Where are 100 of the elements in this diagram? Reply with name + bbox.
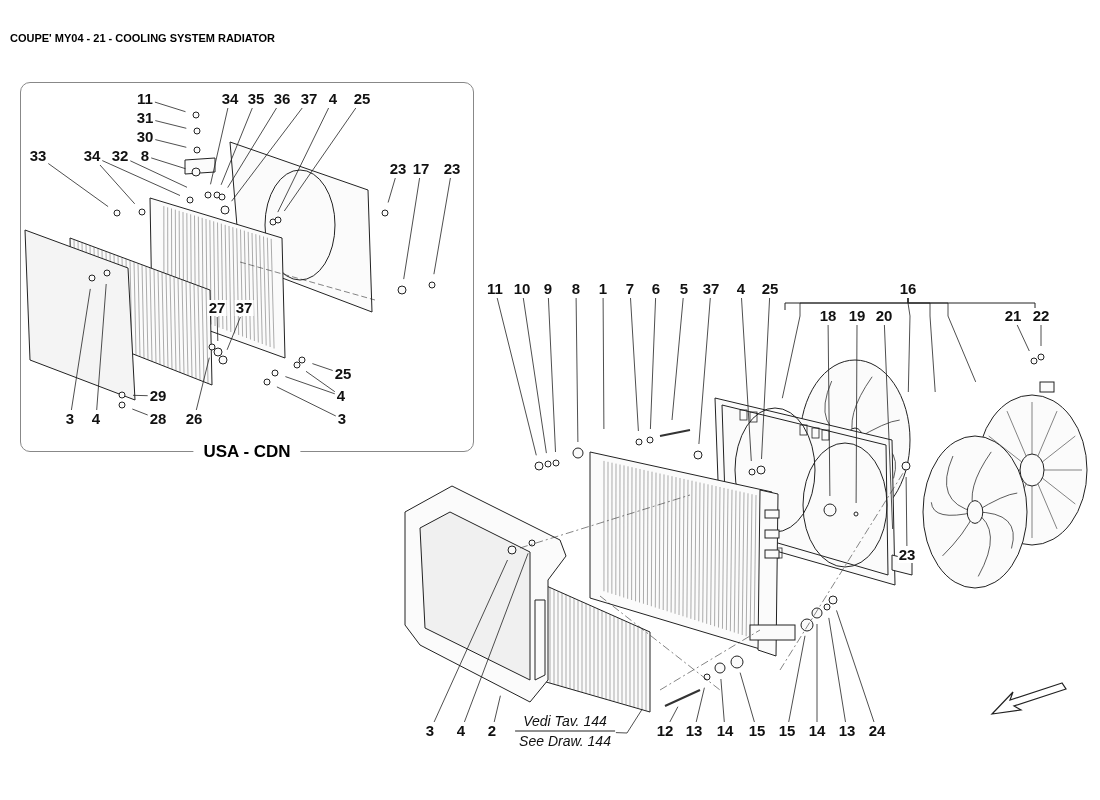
- leader-line: [855, 324, 858, 504]
- leader-line: [602, 297, 605, 430]
- callout-number: 6: [650, 281, 662, 297]
- callout-number: 11: [136, 91, 154, 107]
- callout-number: 3: [424, 723, 436, 739]
- callout-number: 34: [82, 148, 102, 164]
- callout-number: 4: [327, 91, 339, 107]
- leader-line: [231, 107, 303, 202]
- leader-line: [720, 678, 725, 723]
- leader-line: [788, 635, 806, 723]
- callout-number: 33: [28, 148, 48, 164]
- leader-line: [464, 552, 529, 723]
- callout-number: 25: [333, 366, 353, 382]
- leader-line: [305, 370, 336, 393]
- leader-line: [1040, 324, 1042, 347]
- leader-line: [47, 163, 109, 207]
- callout-number: 4: [335, 388, 347, 404]
- leader-line: [150, 157, 186, 170]
- leader-line: [71, 288, 91, 411]
- leader-line: [154, 120, 187, 129]
- callout-number: 4: [735, 281, 747, 297]
- callout-number: 37: [234, 300, 254, 316]
- callout-number: 24: [867, 723, 887, 739]
- reference-note: Vedi Tav. 144: [515, 711, 615, 732]
- callout-number: 27: [207, 300, 227, 316]
- callout-number: 2: [486, 723, 498, 739]
- leader-line: [96, 283, 107, 411]
- leader-line: [101, 160, 181, 196]
- leader-line: [195, 357, 210, 411]
- leader-line: [99, 164, 136, 205]
- page-title: COUPE' MY04 - 21 - COOLING SYSTEM RADIATOR: [10, 32, 276, 44]
- leader-line: [816, 623, 818, 723]
- leader-line: [227, 107, 277, 188]
- leader-line: [276, 386, 337, 417]
- callout-number: 4: [455, 723, 467, 739]
- callout-number: 35: [246, 91, 266, 107]
- leader-line: [884, 324, 893, 530]
- leader-line: [575, 297, 579, 443]
- leader-line: [739, 672, 755, 723]
- leader-line: [761, 297, 770, 460]
- leader-line: [387, 177, 396, 203]
- leader-line: [433, 559, 508, 723]
- leader-line: [671, 297, 684, 421]
- callout-number: 36: [272, 91, 292, 107]
- leader-line: [132, 394, 149, 397]
- callout-number: 7: [624, 281, 636, 297]
- callout-number: 12: [655, 723, 675, 739]
- leader-line: [154, 139, 187, 148]
- leader-line: [403, 177, 420, 280]
- leader-line: [698, 297, 711, 445]
- callout-number: 31: [135, 110, 155, 126]
- callout-number: 21: [1003, 308, 1023, 324]
- leader-line: [433, 177, 451, 275]
- callout-number: 16: [898, 281, 918, 297]
- callout-number: 3: [336, 411, 348, 427]
- callout-number: 30: [135, 129, 155, 145]
- leader-line: [285, 376, 336, 395]
- callout-number: 8: [570, 281, 582, 297]
- callout-number: 29: [148, 388, 168, 404]
- callout-number: 14: [715, 723, 735, 739]
- callout-number: 37: [299, 91, 319, 107]
- callout-number: 23: [442, 161, 462, 177]
- leader-line: [907, 297, 977, 383]
- leader-line: [669, 706, 679, 723]
- callout-number: 3: [64, 411, 76, 427]
- leader-line: [695, 687, 705, 723]
- callout-number: 11: [486, 281, 504, 297]
- callout-number: 10: [512, 281, 532, 297]
- callout-number: 25: [352, 91, 372, 107]
- leader-line: [154, 101, 186, 113]
- leader-line: [131, 408, 149, 416]
- callout-number: 13: [684, 723, 704, 739]
- leader-line: [650, 297, 656, 430]
- callout-number: 32: [110, 148, 130, 164]
- callout-number: 15: [777, 723, 797, 739]
- leader-line: [216, 316, 219, 342]
- leader-line: [220, 107, 253, 186]
- callout-number: 5: [678, 281, 690, 297]
- leader-line: [496, 297, 537, 456]
- callout-number: 1: [597, 281, 609, 297]
- callout-number: 9: [542, 281, 554, 297]
- leader-line: [548, 297, 556, 453]
- leader-line: [283, 107, 357, 212]
- callout-number: 20: [874, 308, 894, 324]
- leader-line: [493, 695, 501, 723]
- callout-number: 23: [897, 547, 917, 563]
- reference-note: See Draw. 144: [518, 731, 612, 751]
- leader-line: [1016, 324, 1030, 352]
- leader-line: [312, 363, 334, 371]
- leader-line: [905, 476, 908, 547]
- leader-line: [741, 297, 752, 462]
- callout-number: 18: [818, 308, 838, 324]
- callout-number: 17: [411, 161, 431, 177]
- leader-line: [827, 324, 831, 497]
- callout-number: 14: [807, 723, 827, 739]
- callout-number: 37: [701, 281, 721, 297]
- callout-number: 15: [747, 723, 767, 739]
- callout-number: 22: [1031, 308, 1051, 324]
- leader-line: [615, 708, 643, 734]
- callout-number: 19: [847, 308, 867, 324]
